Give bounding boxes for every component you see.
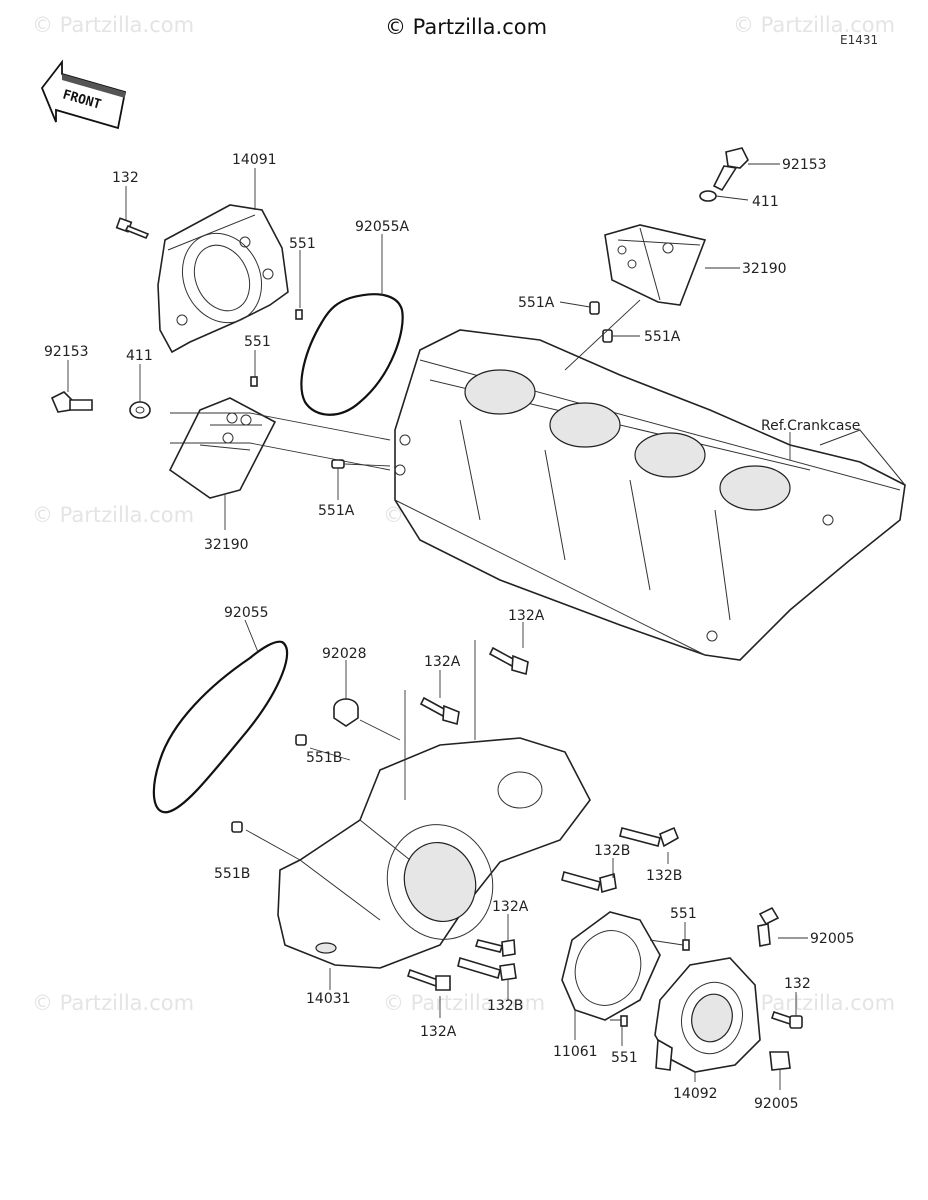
dowel-551A	[589, 301, 600, 315]
label-92005: 92005	[754, 1096, 799, 1112]
leader-lines	[67, 163, 808, 1090]
washer-411	[129, 401, 151, 419]
label-132B: 132B	[646, 868, 682, 884]
watermark: © Partzilla.com	[383, 991, 545, 1015]
o-ring-92055A	[300, 293, 404, 416]
label-132A: 132A	[424, 654, 461, 670]
bolt-132A	[474, 939, 516, 957]
label-551: 551	[611, 1050, 638, 1066]
bolt-132B	[619, 826, 680, 848]
label-92005: 92005	[810, 931, 855, 947]
bushing-92028	[333, 698, 359, 727]
label-11061: 11061	[553, 1044, 598, 1060]
label-132A: 132A	[492, 899, 529, 915]
pin-551	[250, 376, 258, 387]
gasket-11061	[561, 911, 661, 1021]
watermark: © Partzilla.com	[733, 13, 895, 37]
bolt-132A	[419, 696, 460, 726]
label-551A: 551A	[318, 503, 355, 519]
pin-551	[295, 309, 303, 320]
label-132B: 132B	[487, 998, 523, 1014]
fitting-92005	[769, 1051, 791, 1071]
label-551A: 551A	[518, 295, 555, 311]
dowel-551A	[602, 329, 613, 343]
label-92055: 92055	[224, 605, 269, 621]
label-551: 551	[289, 236, 316, 252]
label-92028: 92028	[322, 646, 367, 662]
bolt-132B	[457, 956, 517, 981]
label-14092: 14092	[673, 1086, 718, 1102]
dowel-551B	[295, 734, 307, 746]
label-132B: 132B	[594, 843, 630, 859]
bolt-132A	[406, 968, 451, 991]
o-ring-92055	[152, 640, 289, 814]
label-551B: 551B	[214, 866, 250, 882]
watermark: © Partzilla.com	[32, 503, 194, 527]
label-32190: 32190	[742, 261, 787, 277]
ref-crankcase-label: Ref.Crankcase	[761, 418, 860, 434]
label-551: 551	[244, 334, 271, 350]
label-551A: 551A	[644, 329, 681, 345]
bolt-132	[770, 1010, 803, 1029]
label-132A: 132A	[508, 608, 545, 624]
cover-14092	[654, 957, 761, 1073]
cover-14091	[157, 204, 289, 354]
label-411: 411	[752, 194, 779, 210]
label-132: 132	[784, 976, 811, 992]
label-14031: 14031	[306, 991, 351, 1007]
copyright-header: © Partzilla.com	[385, 15, 547, 39]
label-92153: 92153	[44, 344, 89, 360]
label-14091: 14091	[232, 152, 277, 168]
label-132A: 132A	[420, 1024, 457, 1040]
label-32190: 32190	[204, 537, 249, 553]
crankcase	[394, 329, 906, 661]
bolt-92153	[712, 147, 749, 192]
bolt-92153	[50, 391, 93, 413]
washer-411	[699, 190, 717, 202]
label-551B: 551B	[306, 750, 342, 766]
label-92055A: 92055A	[355, 219, 410, 235]
front-arrow-icon: FRONT	[40, 59, 127, 130]
label-92153: 92153	[782, 157, 827, 173]
label-411: 411	[126, 348, 153, 364]
fitting-92005	[757, 906, 780, 947]
bolt-132B	[561, 871, 617, 894]
bolt-132A	[488, 646, 529, 676]
watermark: © Partzilla.com	[733, 991, 895, 1015]
pin-551	[682, 939, 690, 951]
label-551: 551	[670, 906, 697, 922]
part-labels: 132 14091 551 551 92055A 92153 411 32190…	[44, 152, 860, 1112]
cover-14031	[277, 737, 591, 969]
dowel-551B	[231, 821, 243, 833]
label-132: 132	[112, 170, 139, 186]
bracket-32190	[604, 224, 707, 306]
watermark: © Partzilla.com	[32, 13, 194, 37]
pin-551	[620, 1015, 628, 1027]
diagram-code: E1431	[840, 33, 878, 47]
bolt-132	[115, 217, 150, 240]
watermark: © Partzilla.com	[32, 991, 194, 1015]
